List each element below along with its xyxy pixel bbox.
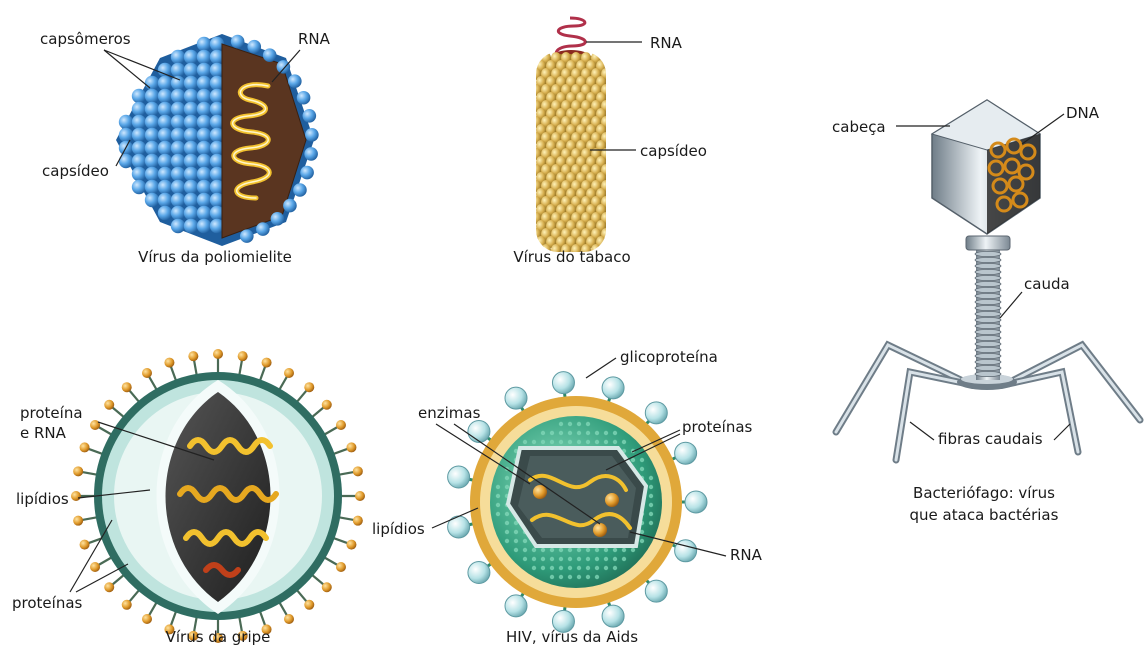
- hiv-virus: glicoproteína enzimas proteínas lipídios…: [372, 348, 763, 646]
- label-proteina-l1: proteína: [20, 404, 83, 422]
- tmv-capsid-scales: [531, 52, 616, 256]
- influenza-virus: proteína e RNA lipídios proteínas Vírus …: [12, 349, 365, 646]
- bacteriophage: cabeça DNA cauda fibras caudais Bacterió…: [832, 100, 1140, 524]
- label-cabeca: cabeça: [832, 118, 886, 136]
- leader-glicoproteina: [586, 358, 616, 378]
- caption-hiv: HIV, vírus da Aids: [506, 628, 638, 646]
- tobacco-mosaic-virus: RNA capsídeo Vírus do tabaco: [513, 18, 707, 266]
- label-tmv-rna: RNA: [650, 34, 683, 52]
- label-cauda: cauda: [1024, 275, 1070, 293]
- polio-capsid: [116, 34, 319, 246]
- label-enzimas: enzimas: [418, 404, 481, 422]
- polio-virus: capsômeros RNA capsídeo Vírus da poliomi…: [40, 30, 331, 266]
- label-capsomeros: capsômeros: [40, 30, 131, 48]
- phage-tail-rings: [975, 251, 1001, 376]
- label-hiv-proteinas: proteínas: [682, 418, 753, 436]
- phage-head-cutaway: [987, 134, 1040, 234]
- label-hiv-rna: RNA: [730, 546, 763, 564]
- label-polio-rna: RNA: [298, 30, 331, 48]
- caption-phage-line2: que ataca bactérias: [910, 506, 1059, 524]
- caption-phage-line1: Bacteriófago: vírus: [913, 484, 1055, 502]
- label-flu-lipidios: lipídios: [16, 490, 69, 508]
- label-hiv-lipidios: lipídios: [372, 520, 425, 538]
- label-dna: DNA: [1066, 104, 1100, 122]
- phage-collar: [966, 236, 1010, 250]
- label-glicoproteina: glicoproteína: [620, 348, 718, 366]
- caption-tmv: Vírus do tabaco: [513, 248, 630, 266]
- leader-cauda: [1000, 292, 1022, 318]
- caption-polio: Vírus da poliomielite: [138, 248, 292, 266]
- caption-flu: Vírus da gripe: [166, 628, 271, 646]
- label-tmv-capsideo: capsídeo: [640, 142, 707, 160]
- label-flu-proteinas: proteínas: [12, 594, 83, 612]
- label-polio-capsideo: capsídeo: [42, 162, 109, 180]
- label-fibras-caudais: fibras caudais: [938, 430, 1043, 448]
- label-proteina-l2: e RNA: [20, 424, 67, 442]
